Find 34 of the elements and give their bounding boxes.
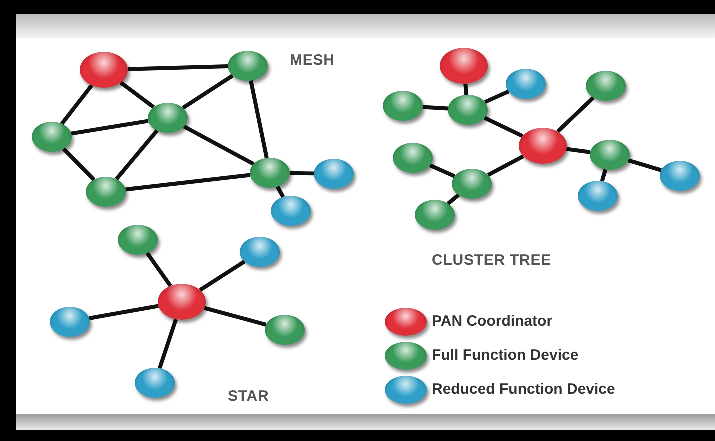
connection-line (158, 318, 178, 370)
topology-title: STAR (228, 387, 270, 407)
connection-line (182, 74, 234, 110)
connection-line (146, 252, 172, 288)
connection-line (115, 129, 159, 181)
connection-line (60, 84, 94, 126)
connection-line (71, 119, 149, 136)
connection-line (249, 80, 269, 159)
connection-line (447, 194, 460, 206)
connection-line (628, 158, 662, 172)
connection-line (566, 147, 591, 154)
connection-line (199, 260, 246, 292)
connection-line (484, 90, 510, 104)
connection-line (290, 171, 314, 176)
connection-line (276, 186, 286, 198)
connection-line (422, 105, 448, 111)
legend-label: Reduced Function Device (432, 380, 616, 400)
connection-line (600, 169, 608, 182)
connection-line (120, 81, 156, 109)
topology-title: MESH (290, 51, 335, 71)
connection-line (89, 304, 159, 320)
connection-line (126, 173, 250, 192)
connection-line (429, 164, 456, 178)
connection-line (556, 96, 595, 134)
connection-line (204, 306, 267, 327)
legend-label: Full Function Device (432, 346, 579, 366)
legend-label: PAN Coordinator (432, 312, 553, 332)
connection-line (62, 148, 96, 182)
connection-line (128, 64, 228, 72)
connection-line (183, 125, 255, 166)
topology-title: CLUSTER TREE (432, 251, 552, 271)
connection-line (487, 154, 524, 178)
connection-line (464, 84, 469, 96)
connection-line (484, 116, 524, 138)
